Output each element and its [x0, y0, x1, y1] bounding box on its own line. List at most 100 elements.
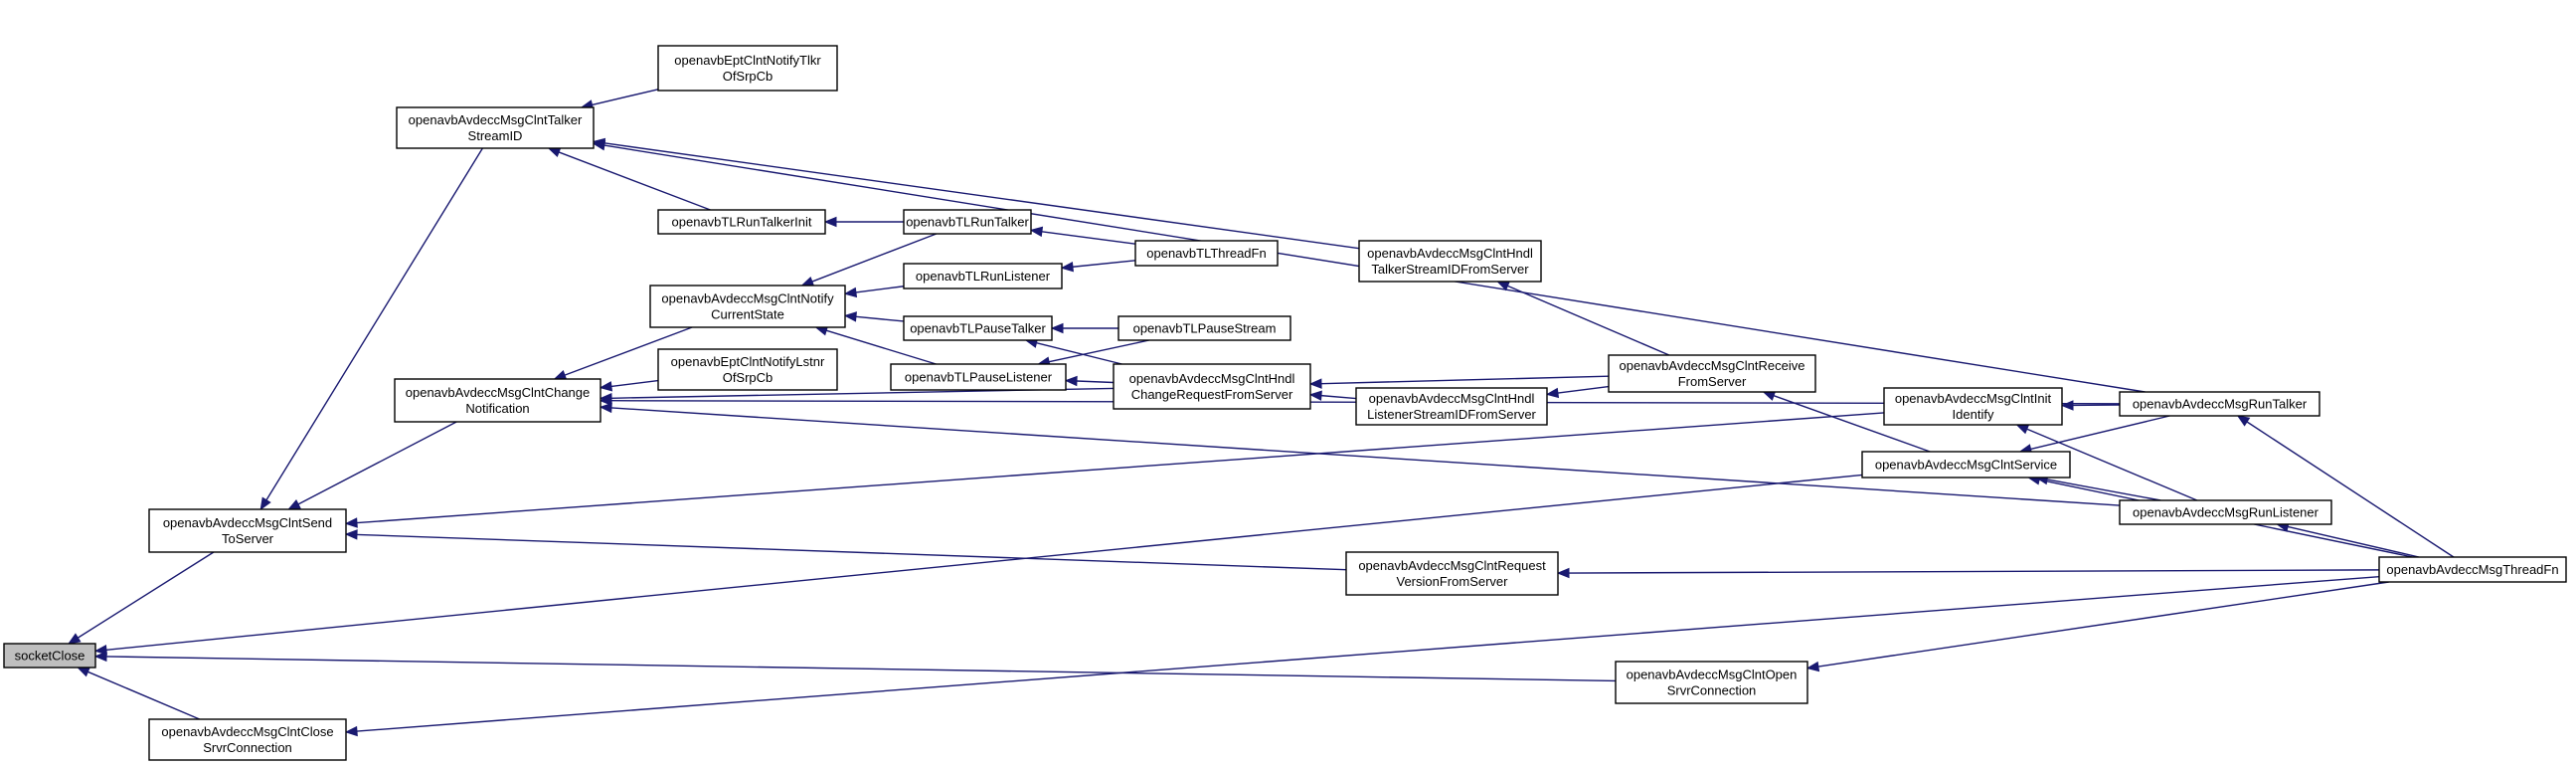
node-box[interactable]	[1134, 240, 1279, 267]
node-hndlChange[interactable]: openavbAvdeccMsgClntHndlChangeRequestFro…	[1113, 363, 1311, 410]
node-box[interactable]	[657, 348, 838, 391]
edge-line	[825, 329, 937, 365]
node-hndlTalker[interactable]: openavbAvdeccMsgClntHndlTalkerStreamIDFr…	[1358, 240, 1542, 283]
node-box[interactable]	[1608, 354, 1816, 393]
node-box[interactable]	[1615, 661, 1808, 704]
node-tlPauseTalker[interactable]: openavbTLPauseTalker	[903, 315, 1053, 341]
edge-line	[1076, 380, 1115, 384]
edge-line	[2046, 479, 2161, 501]
node-box[interactable]	[903, 263, 1063, 289]
edge-tlPauseStream-to-tlPauseListener	[1037, 339, 1149, 367]
edge-line	[297, 421, 457, 505]
edge-arrowhead	[599, 402, 612, 414]
edge-line	[356, 412, 1885, 524]
node-label: openavbAvdeccMsgThreadFn	[2386, 562, 2558, 577]
node-box[interactable]	[3, 643, 96, 669]
node-label: SrvrConnection	[203, 740, 292, 755]
node-box[interactable]	[657, 209, 826, 235]
edge-line	[1041, 231, 1136, 245]
node-runListener[interactable]: openavbAvdeccMsgRunListener	[2119, 499, 2332, 525]
node-requestVersion[interactable]: openavbAvdeccMsgClntRequestVersionFromSe…	[1345, 551, 1559, 596]
node-socketClose[interactable]: socketClose	[3, 643, 96, 669]
edge-talkerStreamID-to-sendToServer	[259, 147, 483, 511]
edge-closeSrvr-to-socketClose	[77, 667, 200, 720]
node-label: openavbAvdeccMsgClntSend	[163, 515, 332, 530]
edge-line	[811, 233, 938, 283]
node-label: SrvrConnection	[1667, 682, 1757, 697]
node-box[interactable]	[890, 363, 1067, 391]
edge-arrowhead	[93, 645, 107, 656]
edge-arrowhead	[93, 651, 107, 663]
node-box[interactable]	[1358, 240, 1542, 283]
edge-threadFn-to-runListener	[2276, 521, 2420, 558]
node-box[interactable]	[396, 106, 595, 149]
node-box[interactable]	[649, 285, 846, 328]
node-tlThreadFn[interactable]: openavbTLThreadFn	[1134, 240, 1279, 267]
node-box[interactable]	[903, 315, 1053, 341]
node-threadFn[interactable]: openavbAvdeccMsgThreadFn	[2378, 556, 2567, 583]
edge-arrowhead	[800, 276, 815, 287]
node-hndlListener[interactable]: openavbAvdeccMsgClntHndlListenerStreamID…	[1355, 387, 1548, 426]
edge-arrowhead	[344, 725, 358, 737]
node-box[interactable]	[394, 378, 601, 423]
edge-hndlChange-to-tlPauseListener	[1064, 375, 1115, 387]
edge-tlRunTalker-to-tlRunTalkerInit	[823, 216, 904, 228]
node-box[interactable]	[1883, 387, 2063, 426]
node-label: OfSrpCb	[723, 69, 773, 84]
node-box[interactable]	[1113, 363, 1311, 410]
edge-arrowhead	[1308, 378, 1322, 389]
node-box[interactable]	[903, 209, 1032, 235]
node-tlPauseStream[interactable]: openavbTLPauseStream	[1117, 315, 1291, 341]
node-box[interactable]	[1345, 551, 1559, 596]
node-label: openavbTLRunTalker	[906, 214, 1029, 229]
edge-line	[2246, 421, 2455, 558]
node-box[interactable]	[2119, 391, 2320, 417]
edge-receive-to-hndlTalker	[1496, 281, 1670, 356]
node-box[interactable]	[148, 718, 347, 761]
node-label: VersionFromServer	[1397, 574, 1509, 589]
node-label: openavbAvdeccMsgClntService	[1875, 457, 2057, 472]
edge-arrowhead	[843, 311, 857, 322]
edge-line	[2030, 415, 2170, 451]
node-box[interactable]	[2119, 499, 2332, 525]
edge-line	[105, 474, 1863, 652]
edge-threadFn-to-runTalker	[2236, 415, 2455, 558]
edge-threadFn-to-closeSrvr	[344, 575, 2380, 737]
node-tlRunTalker[interactable]: openavbTLRunTalker	[903, 209, 1032, 235]
node-label: openavbTLPauseTalker	[910, 320, 1046, 335]
node-label: openavbEptClntNotifyLstnr	[671, 354, 825, 369]
edge-arrowhead	[843, 287, 858, 298]
edge-line	[356, 575, 2380, 732]
edge-arrowhead	[1050, 322, 1064, 334]
node-box[interactable]	[1355, 387, 1548, 426]
edge-arrowhead	[259, 496, 271, 511]
node-box[interactable]	[148, 508, 347, 553]
node-box[interactable]	[1117, 315, 1291, 341]
edge-arrowhead	[547, 147, 562, 157]
node-label: openavbAvdeccMsgClntRequest	[1358, 558, 1546, 573]
node-box[interactable]	[657, 45, 838, 92]
node-label: openavbTLRunListener	[916, 269, 1051, 284]
node-box[interactable]	[2378, 556, 2567, 583]
node-box[interactable]	[1861, 451, 2071, 479]
node-tlRunListener[interactable]: openavbTLRunListener	[903, 263, 1063, 289]
edge-requestVersion-to-sendToServer	[344, 529, 1347, 571]
edge-runTalker-to-initIdentify	[2060, 400, 2121, 411]
node-tlRunTalkerInit[interactable]: openavbTLRunTalkerInit	[657, 209, 826, 235]
node-service[interactable]: openavbAvdeccMsgClntService	[1861, 451, 2071, 479]
edge-threadFn-to-requestVersion	[1556, 567, 2380, 579]
edge-openSrvr-to-socketClose	[93, 651, 1617, 682]
node-tlPauseListener[interactable]: openavbTLPauseListener	[890, 363, 1067, 391]
edge-line	[1320, 375, 1610, 385]
node-runTalker[interactable]: openavbAvdeccMsgRunTalker	[2119, 391, 2320, 417]
